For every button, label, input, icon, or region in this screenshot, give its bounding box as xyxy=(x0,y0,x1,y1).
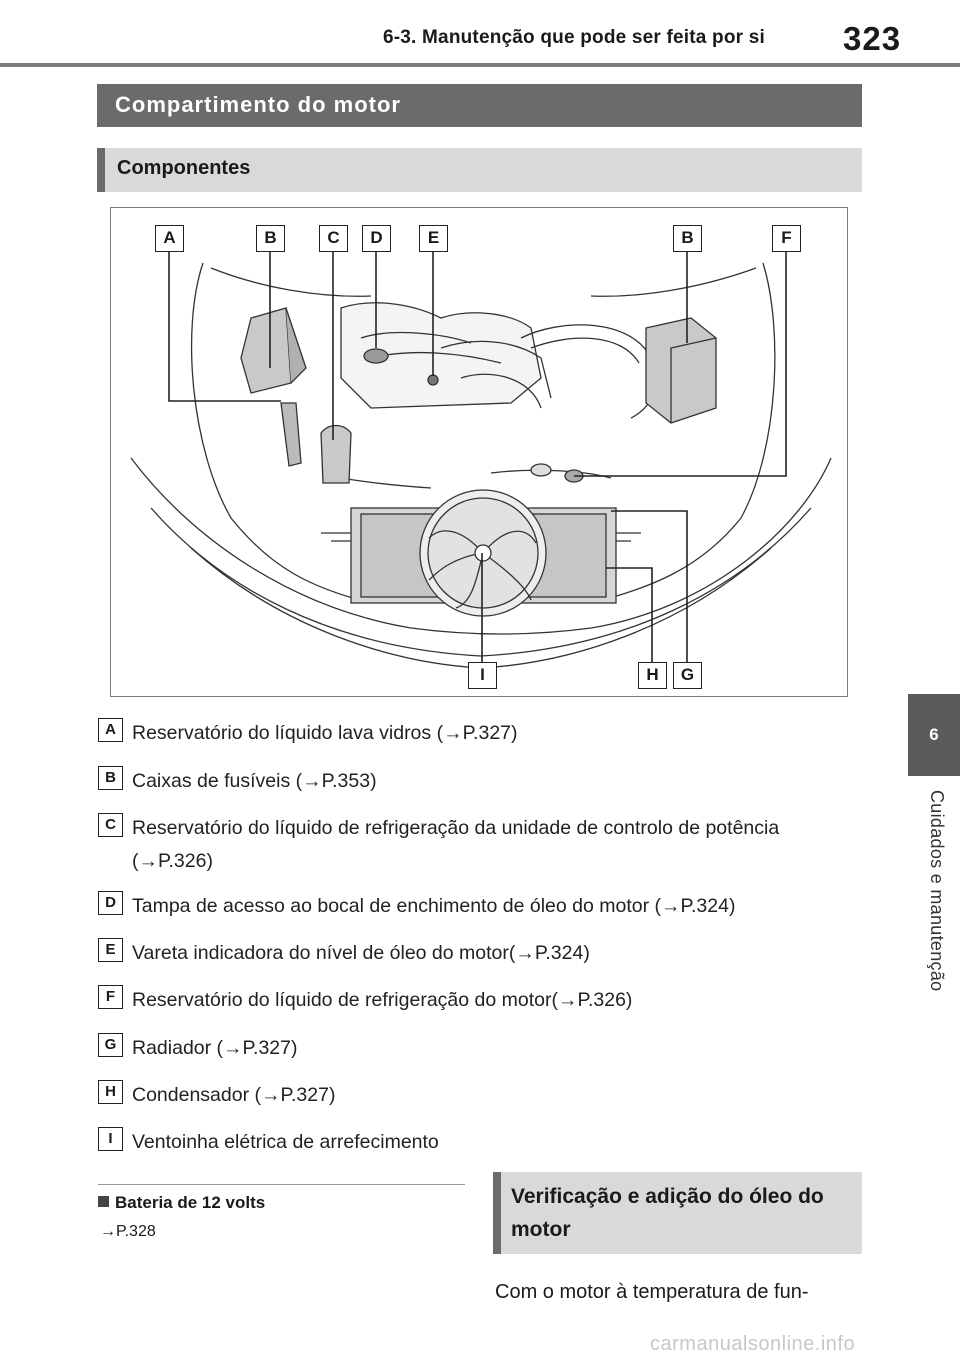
section-title: Compartimento do motor xyxy=(97,84,862,127)
item-text: Radiador (→P.327) xyxy=(132,1037,298,1059)
subsection-title: Componentes xyxy=(97,148,862,192)
oil-section-text: Com o motor à temperatura de fun- xyxy=(495,1281,809,1303)
callout-a: A xyxy=(155,225,184,252)
item-letter: D xyxy=(98,891,123,915)
oil-section-title: Verificação e adição do óleo do motor xyxy=(493,1172,862,1254)
square-bullet-icon xyxy=(98,1196,109,1207)
callout-d: D xyxy=(362,225,391,252)
chapter-label: Cuidados e manutenção xyxy=(927,790,947,992)
item-text: Reservatório do líquido de refrigeração … xyxy=(132,989,633,1011)
item-letter: C xyxy=(98,813,123,837)
item-letter: I xyxy=(98,1127,123,1151)
header-rule xyxy=(0,63,960,67)
item-text: Caixas de fusíveis (→P.353) xyxy=(132,770,377,792)
battery-title: Bateria de 12 volts xyxy=(115,1193,266,1212)
running-header: 6-3. Manutenção que pode ser feita por s… xyxy=(383,27,765,48)
item-text: Ventoinha elétrica de arrefecimento xyxy=(132,1131,439,1153)
callout-h: H xyxy=(638,662,667,689)
page-number: 323 xyxy=(843,20,902,57)
callout-i: I xyxy=(468,662,497,689)
section-divider xyxy=(98,1184,465,1185)
callout-g: G xyxy=(673,662,702,689)
item-letter: B xyxy=(98,766,123,790)
battery-heading: Bateria de 12 volts xyxy=(98,1193,265,1213)
item-letter: H xyxy=(98,1080,123,1104)
callout-c: C xyxy=(319,225,348,252)
callout-f: F xyxy=(772,225,801,252)
watermark: carmanualsonline.info xyxy=(650,1333,856,1355)
callout-b-right: B xyxy=(673,225,702,252)
item-letter: G xyxy=(98,1033,123,1057)
item-text: Reservatório do líquido de refrigeração … xyxy=(132,817,780,872)
item-letter: A xyxy=(98,718,123,742)
item-text: Vareta indicadora do nível de óleo do mo… xyxy=(132,942,590,964)
item-letter: E xyxy=(98,938,123,962)
item-text: Condensador (→P.327) xyxy=(132,1084,336,1106)
engine-compartment-diagram: A B C D E B F I H G xyxy=(110,207,848,697)
engine-illustration xyxy=(130,252,832,669)
item-letter: F xyxy=(98,985,123,1009)
callout-e: E xyxy=(419,225,448,252)
chapter-number: 6 xyxy=(929,725,939,744)
item-text: Tampa de acesso ao bocal de enchimento d… xyxy=(132,895,736,917)
callout-b: B xyxy=(256,225,285,252)
battery-reference: →P.328 xyxy=(100,1223,156,1240)
chapter-tab: 6 xyxy=(908,694,960,776)
item-text: Reservatório do líquido lava vidros (→P.… xyxy=(132,722,518,744)
